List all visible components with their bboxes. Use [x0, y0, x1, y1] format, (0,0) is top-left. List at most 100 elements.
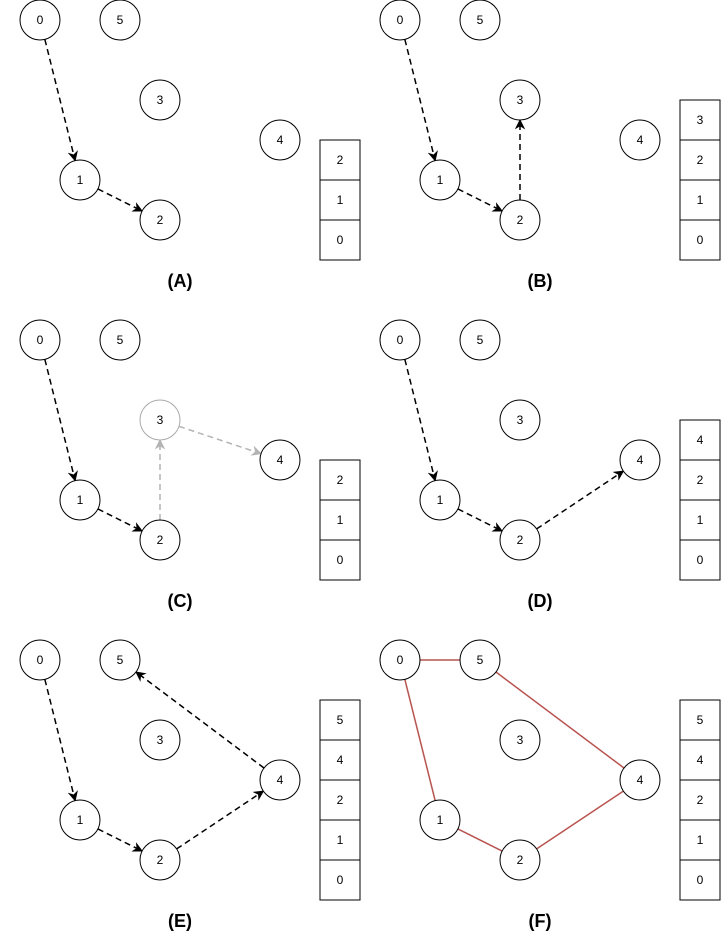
node-circle: [59, 799, 101, 841]
node-label: 3: [517, 93, 524, 107]
node-label: 4: [277, 773, 284, 787]
node-label: 1: [437, 173, 444, 187]
node-4: 4: [619, 759, 661, 801]
stack-cell-value: 3: [697, 113, 704, 127]
node-label: 1: [77, 813, 84, 827]
node-label: 0: [397, 653, 404, 667]
stack-cell-value: 1: [697, 193, 704, 207]
edge-1-2: [97, 508, 144, 532]
node-label: 2: [157, 533, 164, 547]
panel-caption: (B): [528, 271, 553, 291]
node-label: 5: [477, 653, 484, 667]
node-3: 3: [499, 79, 541, 121]
stack-cell: 0: [319, 219, 361, 261]
stack-cell: 3: [679, 99, 721, 141]
node-label: 5: [117, 13, 124, 27]
node-circle: [459, 319, 501, 361]
node-circle: [499, 519, 541, 561]
node-circle: [499, 399, 541, 441]
node-label: 0: [397, 13, 404, 27]
node-circle: [139, 519, 181, 561]
stack-cell: 4: [679, 739, 721, 781]
edge-0-1: [404, 39, 438, 162]
node-1: 1: [419, 159, 461, 201]
node-label: 2: [517, 533, 524, 547]
edge-2-4: [176, 790, 265, 850]
node-1: 1: [59, 799, 101, 841]
node-label: 3: [157, 733, 164, 747]
node-2: 2: [499, 839, 541, 881]
node-5: 5: [459, 639, 501, 681]
node-0: 0: [19, 639, 61, 681]
stack-cell-value: 0: [337, 233, 344, 247]
node-circle: [139, 79, 181, 121]
node-circle: [99, 639, 141, 681]
stack-cell: 1: [679, 819, 721, 861]
node-circle: [459, 639, 501, 681]
stack-cell-value: 4: [697, 433, 704, 447]
node-circle: [139, 199, 181, 241]
node-label: 1: [437, 813, 444, 827]
node-5: 5: [99, 319, 141, 361]
panel-caption: (E): [168, 911, 192, 931]
stack: 3 2 1 0: [679, 99, 721, 261]
stack-cell-value: 5: [697, 713, 704, 727]
node-label: 0: [37, 653, 44, 667]
node-4: 4: [259, 439, 301, 481]
node-circle: [59, 479, 101, 521]
stack-cell: 1: [319, 179, 361, 221]
stack-cell: 1: [319, 819, 361, 861]
stack-cell-value: 1: [337, 193, 344, 207]
node-circle: [499, 199, 541, 241]
stack-cell: 0: [679, 219, 721, 261]
panel-caption: (C): [168, 591, 193, 611]
stack-cell: 0: [319, 539, 361, 581]
stack-cell-value: 2: [697, 793, 704, 807]
node-3: 3: [139, 399, 181, 441]
stack-cell-value: 2: [337, 793, 344, 807]
node-label: 4: [277, 133, 284, 147]
edge-3-4: [178, 425, 263, 456]
node-label: 0: [37, 333, 44, 347]
node-circle: [619, 439, 661, 481]
stack-cell: 4: [319, 739, 361, 781]
edge-1-2: [457, 188, 504, 212]
node-3: 3: [499, 399, 541, 441]
stack-cell-value: 1: [697, 513, 704, 527]
node-circle: [99, 0, 141, 41]
node-circle: [619, 119, 661, 161]
node-label: 5: [477, 13, 484, 27]
node-label: 2: [517, 853, 524, 867]
node-5: 5: [459, 319, 501, 361]
node-0: 0: [379, 639, 421, 681]
edge-0-1: [44, 359, 78, 482]
node-circle: [19, 639, 61, 681]
edge-0-1: [44, 679, 78, 802]
node-label: 3: [517, 413, 524, 427]
stack-cell: 1: [679, 499, 721, 541]
edge-1-2: [457, 828, 503, 852]
node-5: 5: [99, 0, 141, 41]
node-label: 0: [397, 333, 404, 347]
node-label: 2: [517, 213, 524, 227]
stack-cell: 2: [679, 139, 721, 181]
node-1: 1: [59, 479, 101, 521]
node-3: 3: [139, 719, 181, 761]
node-circle: [619, 759, 661, 801]
stack-cell-value: 0: [337, 553, 344, 567]
node-0: 0: [379, 319, 421, 361]
node-label: 2: [157, 853, 164, 867]
stack-cell: 5: [679, 699, 721, 741]
stack-cell: 1: [679, 179, 721, 221]
edge-0-1: [44, 39, 78, 162]
edge-0-1: [404, 679, 436, 801]
node-circle: [379, 639, 421, 681]
stack-cell-value: 5: [337, 713, 344, 727]
node-circle: [19, 0, 61, 41]
panel-caption: (F): [529, 911, 552, 931]
stack-cell-value: 2: [697, 153, 704, 167]
